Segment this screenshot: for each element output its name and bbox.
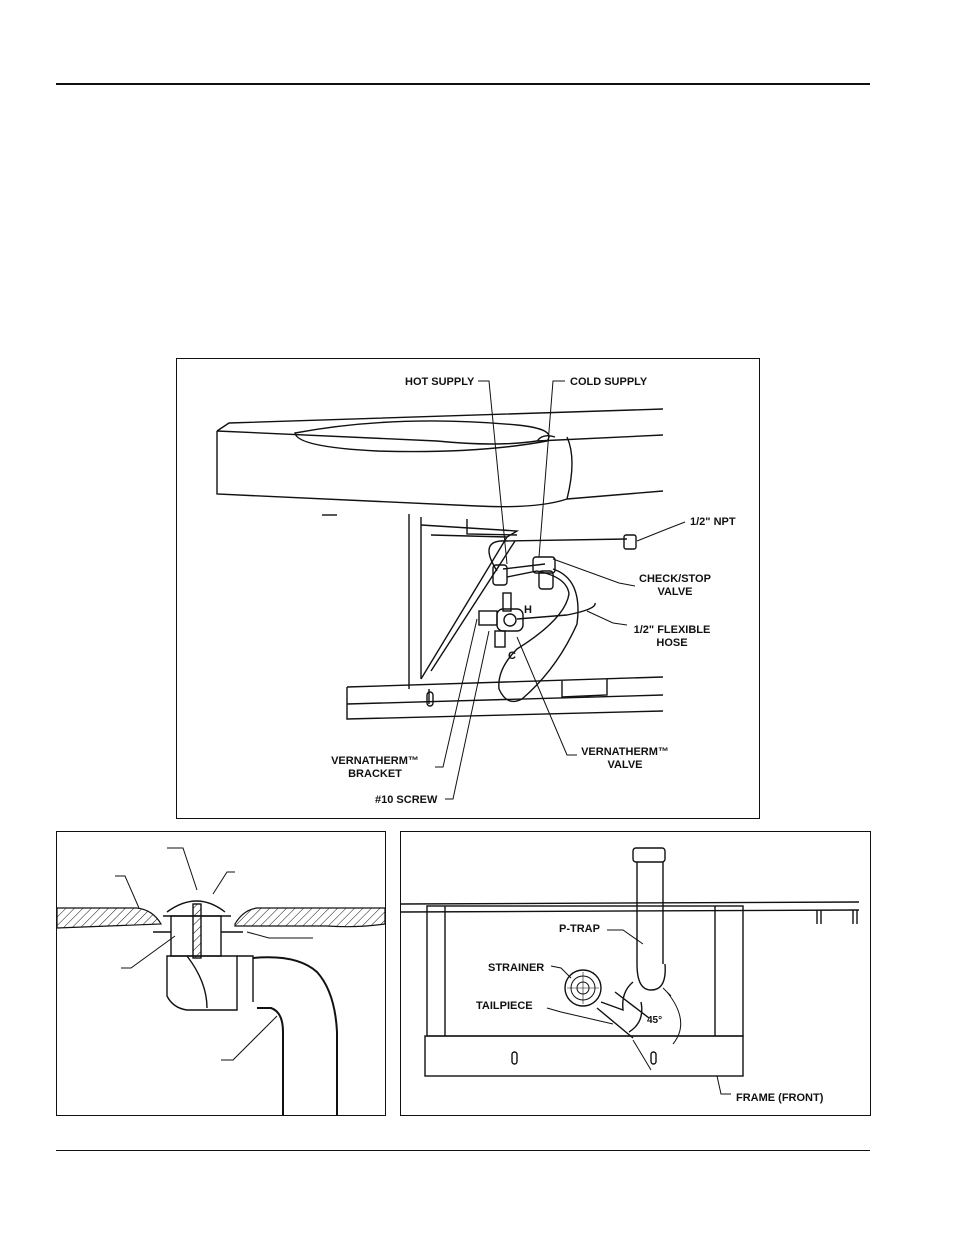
- deck-section-left: [57, 907, 163, 929]
- faucet-supply-figure: HOT SUPPLY COLD SUPPLY 1/2" NPT CHECK/ST…: [176, 358, 760, 819]
- label-flex-hose-line1: 1/2" FLEXIBLE: [634, 624, 711, 636]
- drain-section-drawing: [57, 847, 385, 1115]
- label-tailpiece: TAILPIECE: [476, 1000, 533, 1012]
- frame-front-figure: P-TRAP STRAINER TAILPIECE 45° FRAME (FRO…: [400, 831, 871, 1116]
- leaders: [435, 380, 686, 800]
- label-strainer: STRAINER: [488, 962, 544, 974]
- label-cold-supply: COLD SUPPLY: [570, 376, 648, 388]
- label-vt-bracket-line1: VERNATHERM™: [331, 755, 419, 767]
- label-npt: 1/2" NPT: [690, 516, 736, 528]
- supply-hoses: [488, 538, 628, 703]
- frame-box: [424, 905, 744, 1077]
- lower-channel: [346, 676, 664, 720]
- strainer: [564, 969, 602, 1007]
- p-trap: [596, 847, 666, 1039]
- top-rule: [56, 83, 870, 85]
- frame-front-drawing: P-TRAP STRAINER TAILPIECE 45° FRAME (FRO…: [401, 847, 860, 1104]
- label-screw: #10 SCREW: [375, 794, 438, 806]
- label-check-stop-line2: VALVE: [657, 586, 692, 598]
- label-frame-front: FRAME (FRONT): [736, 1092, 824, 1104]
- label-vt-valve-line1: VERNATHERM™: [581, 746, 669, 758]
- label-h: H: [524, 604, 532, 616]
- label-c: C: [508, 650, 516, 662]
- label-flex-hose-line2: HOSE: [656, 637, 687, 649]
- deck-section-right: [234, 907, 385, 928]
- drain-leaders: [115, 847, 313, 1061]
- label-vt-bracket-line2: BRACKET: [348, 768, 402, 780]
- support-frame: [322, 514, 520, 689]
- top-rail: [401, 901, 860, 924]
- label-vt-valve-line2: VALVE: [607, 759, 642, 771]
- angle-dimension: [632, 987, 682, 1071]
- drain-section-figure: [56, 831, 386, 1116]
- frame-leaders: [546, 929, 731, 1095]
- drain-body: [153, 900, 254, 1011]
- label-p-trap: P-TRAP: [559, 923, 600, 935]
- fittings: [478, 534, 637, 648]
- bottom-rule: [56, 1150, 870, 1151]
- label-check-stop-line1: CHECK/STOP: [639, 573, 711, 585]
- waste-pipe: [252, 956, 338, 1115]
- label-angle: 45°: [647, 1015, 662, 1026]
- label-hot-supply: HOT SUPPLY: [405, 376, 475, 388]
- faucet-supply-drawing: HOT SUPPLY COLD SUPPLY 1/2" NPT CHECK/ST…: [216, 376, 736, 806]
- lavatory-deck: [216, 408, 664, 508]
